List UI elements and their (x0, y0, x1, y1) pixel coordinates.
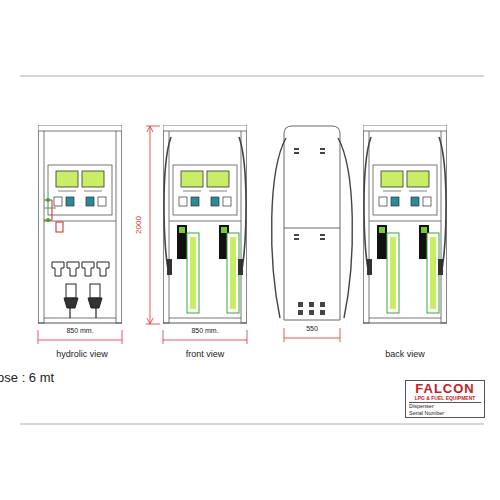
dimension-height: 2000 (135, 215, 143, 235)
hose-note: hose : 6 mt (0, 371, 54, 384)
dimension-width: 850 mm. (66, 327, 93, 334)
view-caption: back view (385, 350, 425, 359)
title-field: Dispenser (409, 404, 481, 410)
view-caption: front view (186, 350, 225, 359)
title-field: Serial Number (409, 411, 481, 417)
dimension-width: 850 mm. (191, 327, 218, 334)
view-caption: hydrolic view (56, 350, 108, 359)
brand-name: FALCON (409, 382, 481, 395)
brand-subtitle: LPG & FUEL EQUIPMENT (409, 396, 481, 403)
dimension-depth: 550 (306, 325, 318, 332)
title-block: FALCONLPG & FUEL EQUIPMENTDispenserSeria… (405, 380, 485, 418)
